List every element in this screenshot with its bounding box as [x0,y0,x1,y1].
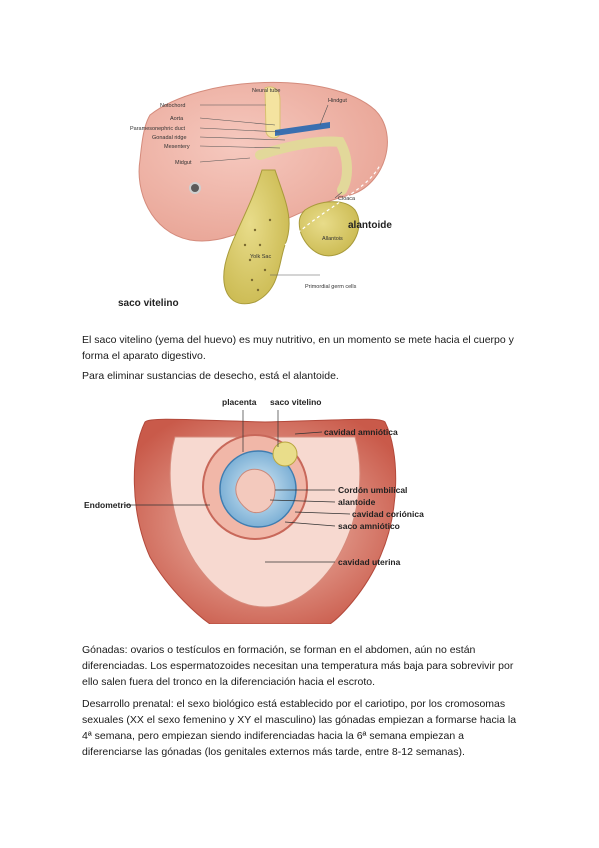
label-aorta: Aorta [170,116,184,122]
label-saco-vitelino: saco vitelino [270,397,322,407]
uterus-embryo-diagram: placenta saco vitelino cavidad amniótica… [84,397,424,624]
paragraph-desarrollo-prenatal: Desarrollo prenatal: el sexo biológico e… [82,698,517,758]
paragraph-alantoide: Para eliminar sustancias de desecho, est… [82,370,339,382]
label-midgut: Midgut [175,160,192,166]
label-alantoide-large: alantoide [348,220,392,231]
label-gonadal-ridge: Gonadal ridge [152,135,187,141]
label-cordon-umbilical: Cordón umbilical [338,485,407,495]
yolk-sac-small-shape [272,441,298,467]
label-hindgut: Hindgut [328,98,347,104]
label-mesentery: Mesentery [164,144,190,150]
eye-shape [189,182,201,194]
label-saco-amniotico: saco amniótico [338,521,400,531]
label-saco-vitelino-large: saco vitelino [118,298,179,309]
germ-cells-dots [243,218,272,292]
paragraph-gonadas: Gónadas: ovarios o testículos en formaci… [82,644,514,688]
yolk-sac-shape [223,169,290,305]
label-cloaca: Cloaca [338,196,356,202]
dashed-outline [284,164,381,246]
aorta-band-shape [275,122,330,136]
label-allantois: Allantois [322,236,343,242]
label-neural-tube: Neural tube [252,88,280,94]
label-paramesonephric-duct: Paramesonephric duct [130,126,186,132]
label-yolk-sac: Yolk Sac [250,254,271,260]
label-alantoide: alantoide [338,497,376,507]
paragraph-saco-vitelino: El saco vitelino (yema del huevo) es muy… [82,334,514,362]
label-primordial-germ-cells: Primordial germ cells [305,284,357,290]
embryo-yolk-sac-diagram: Neural tube Notochord Aorta Paramesoneph… [118,82,392,309]
label-notochord: Notochord [160,103,185,109]
embryo-body-shape [138,82,388,242]
label-placenta: placenta [222,397,257,407]
allantois-shape [298,201,360,257]
label-cavidad-corionica: cavidad coriónica [352,509,424,519]
embryo-shape [235,468,276,514]
label-cavidad-amniotica: cavidad amniótica [324,427,398,437]
label-endometrio: Endometrio [84,500,131,510]
label-cavidad-uterina: cavidad uterina [338,557,401,567]
gut-tube-shape [255,136,352,195]
